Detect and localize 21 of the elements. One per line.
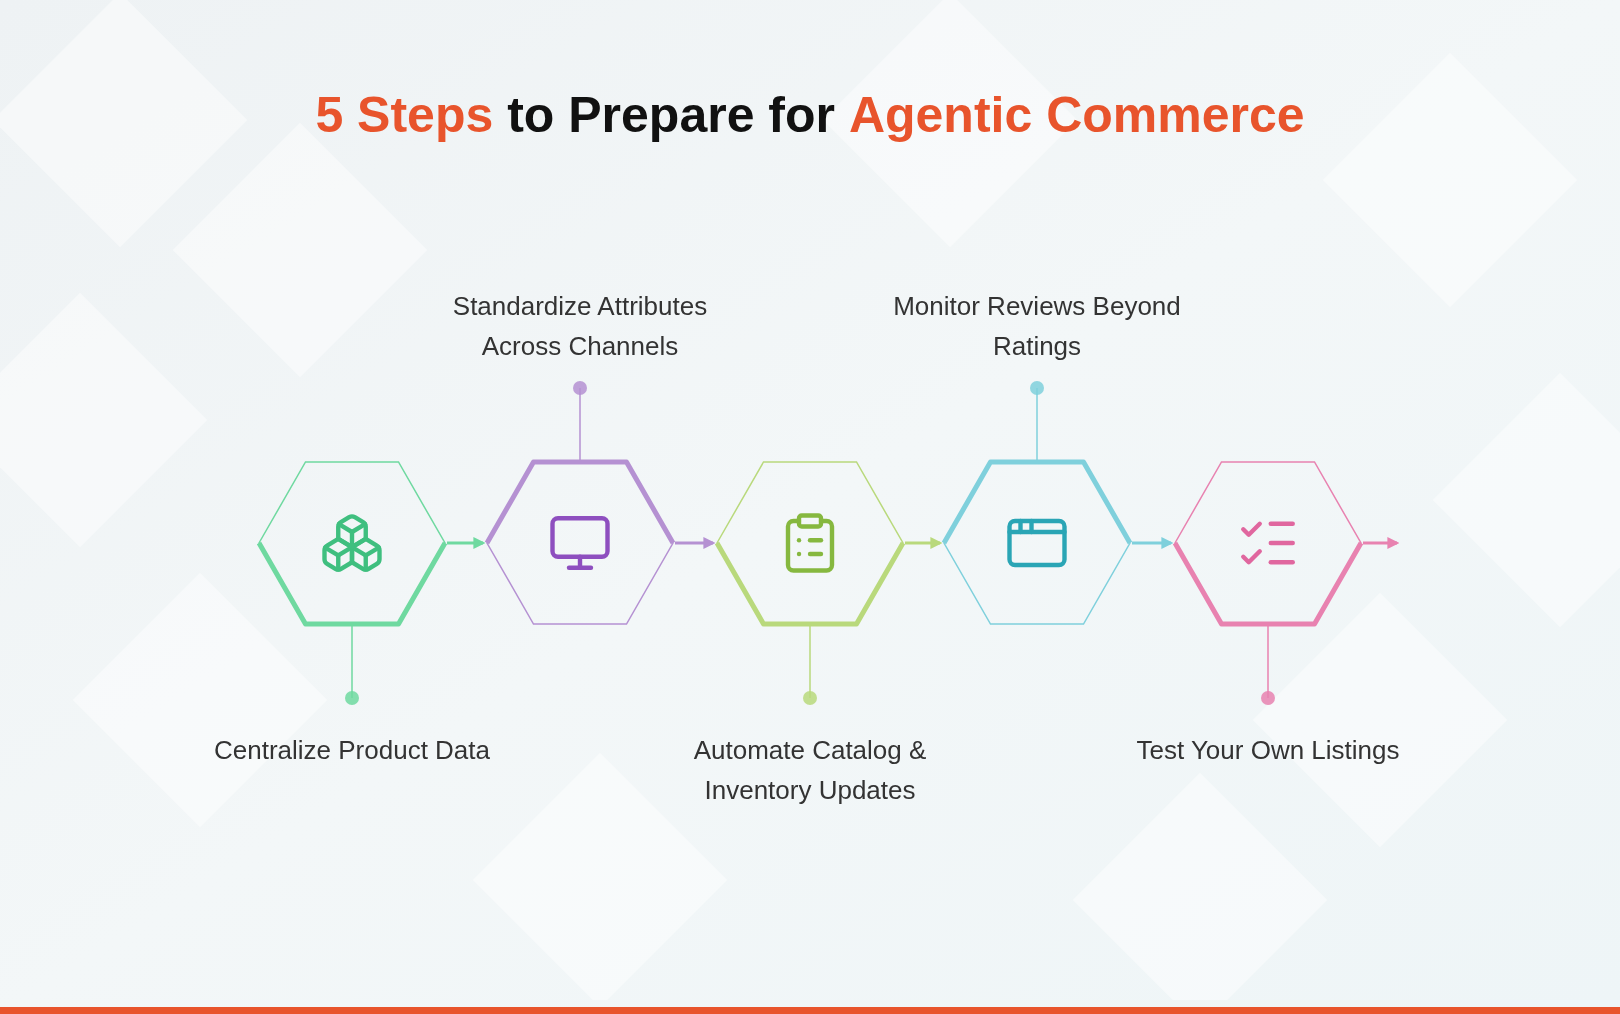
arrow — [1363, 537, 1400, 549]
leader-line — [573, 381, 587, 461]
leader-line — [345, 625, 359, 705]
arrow — [675, 537, 716, 549]
step-label: Standardize Attributes Across Channels — [430, 286, 730, 366]
title: 5 Steps to Prepare for Agentic Commerce — [314, 86, 1306, 145]
hexagon — [940, 458, 1134, 628]
hexagon — [255, 458, 449, 628]
leader-line — [803, 625, 817, 705]
leader-line — [1030, 381, 1044, 461]
arrow — [1132, 537, 1174, 549]
step-label: Automate Catalog & Inventory Updates — [660, 730, 960, 810]
hexagon — [713, 458, 907, 628]
step-label: Test Your Own Listings — [1118, 730, 1418, 770]
leader-line — [1261, 625, 1275, 705]
step-label: Centralize Product Data — [202, 730, 502, 770]
arrow — [447, 537, 486, 549]
hexagon — [483, 458, 677, 628]
step-label: Monitor Reviews Beyond Ratings — [887, 286, 1187, 366]
arrow — [905, 537, 943, 549]
hexagon — [1171, 458, 1365, 628]
